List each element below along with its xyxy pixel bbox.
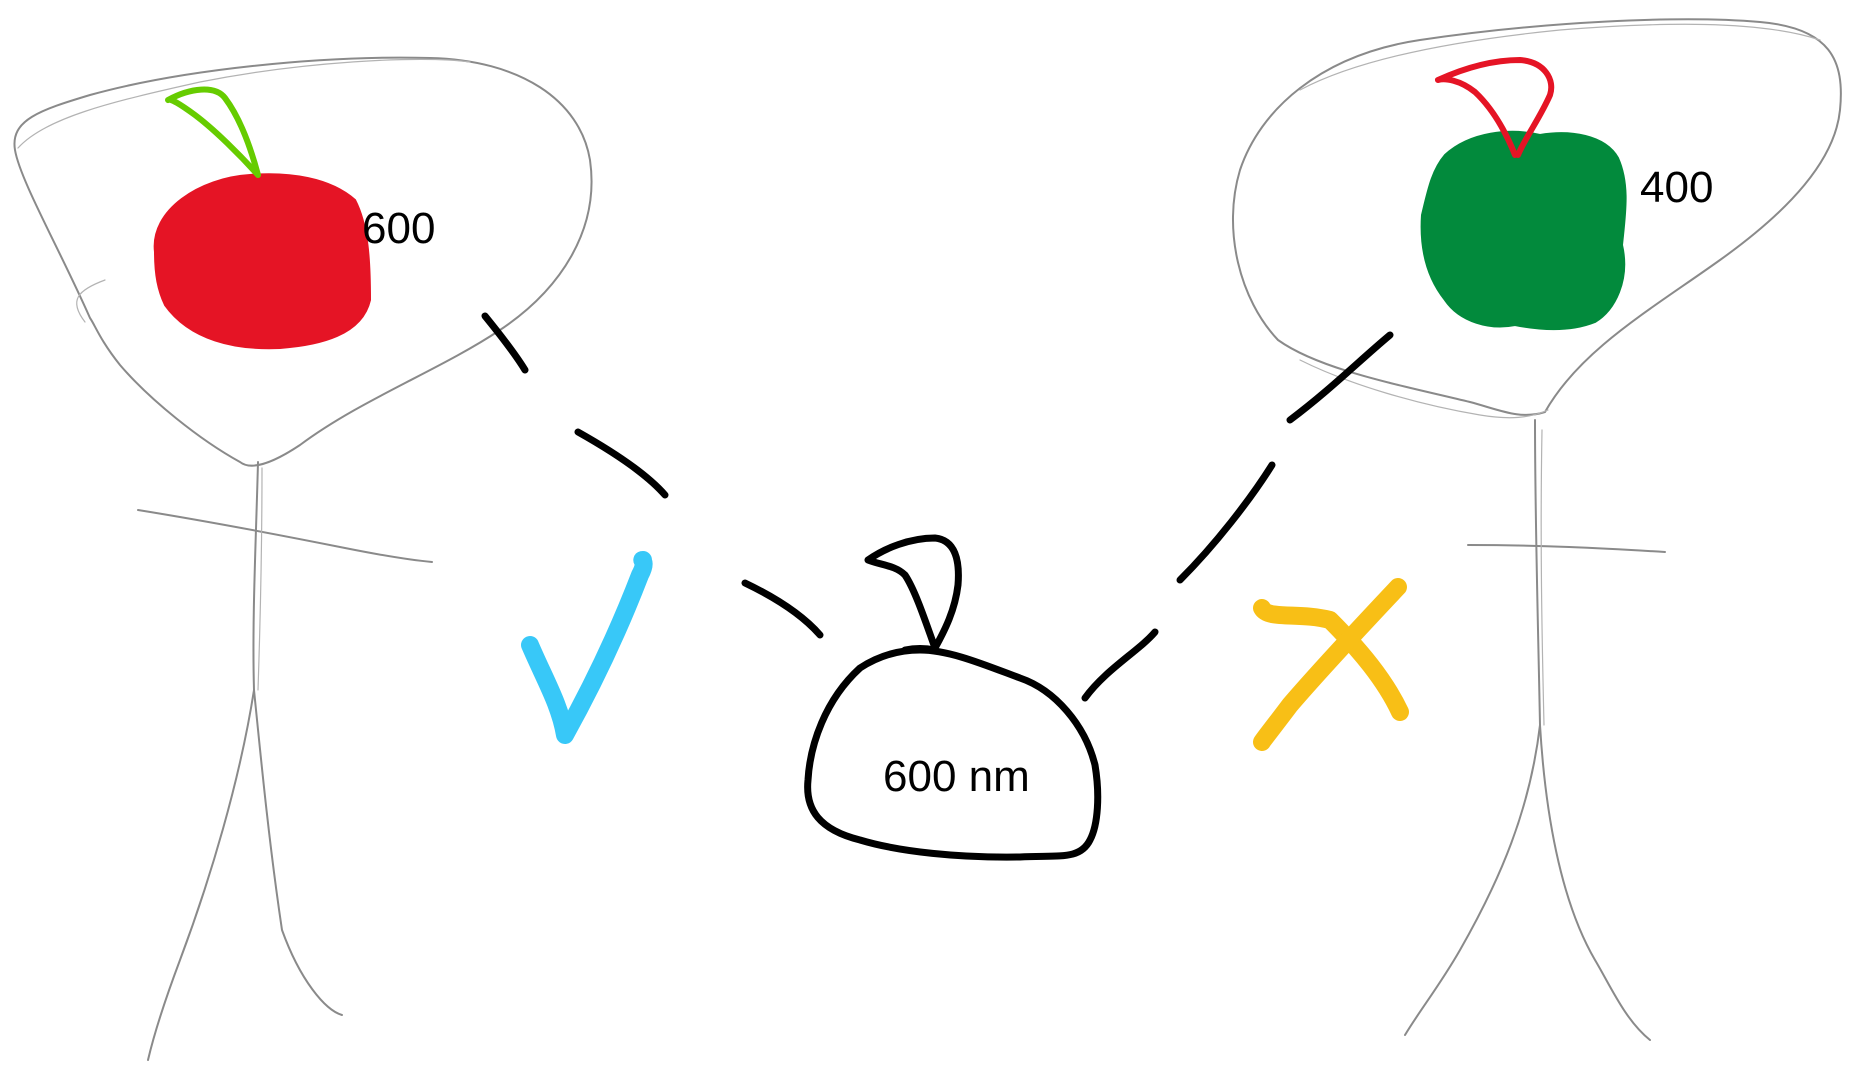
bag-icon	[804, 534, 1102, 861]
green-apple-icon	[1420, 57, 1627, 331]
left-person: 600	[13, 56, 593, 1061]
check-mark-icon	[521, 551, 653, 744]
right-person: 400	[1232, 18, 1842, 1041]
right-value-label: 400	[1640, 163, 1713, 212]
red-stem-icon	[1435, 57, 1555, 158]
bag-value-label: 600 nm	[883, 752, 1030, 801]
green-leaf-icon	[165, 86, 261, 178]
cross-mark-icon	[1253, 578, 1409, 751]
right-connector-line	[1081, 331, 1394, 702]
left-value-label: 600	[362, 204, 435, 253]
left-connector-line	[481, 312, 824, 639]
left-stick-body	[137, 461, 433, 1061]
red-apple-icon	[153, 86, 372, 350]
right-stick-body	[1404, 419, 1666, 1041]
left-head-outline	[13, 56, 593, 467]
